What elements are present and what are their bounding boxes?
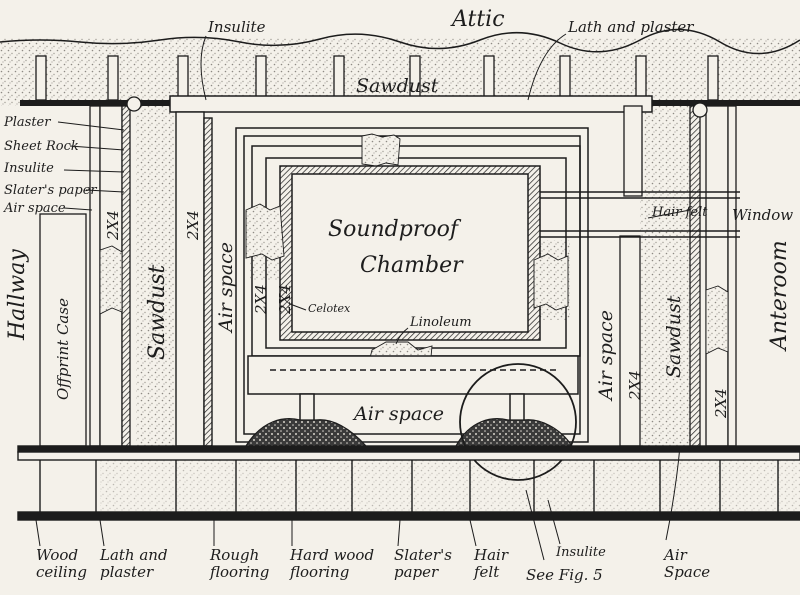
label-2x4-left: 2X4 bbox=[104, 210, 122, 241]
label-hallway: Hallway bbox=[5, 249, 30, 341]
label-celotex: Celotex bbox=[308, 302, 351, 315]
label-2x4-right: 2X4 bbox=[626, 370, 644, 401]
label-attic: Attic bbox=[450, 7, 505, 32]
label-hair-felt-right: Hair felt bbox=[651, 205, 708, 220]
label-insulite-left: Insulite bbox=[3, 161, 54, 176]
label-linoleum: Linoleum bbox=[409, 315, 472, 330]
label-sheet-rock: Sheet Rock bbox=[4, 139, 79, 154]
label-air-space-right: Air space bbox=[595, 310, 617, 402]
room-walls bbox=[235, 127, 589, 443]
label-slaters-paper-left: Slater's paper bbox=[4, 183, 97, 198]
room-outer-studs bbox=[175, 111, 213, 447]
label-2x4-inner-b: 2X4 bbox=[276, 284, 294, 315]
ceiling-plate bbox=[20, 95, 800, 113]
label-air-space-mid-left: Air space bbox=[215, 242, 237, 334]
label-plaster: Plaster bbox=[3, 115, 51, 130]
label-anteroom: Anteroom bbox=[767, 240, 792, 352]
label-see-fig-5: See Fig. 5 bbox=[526, 566, 603, 584]
right-wall bbox=[619, 102, 737, 447]
label-2x4-left2: 2X4 bbox=[184, 210, 202, 241]
label-sawdust-left: Sawdust bbox=[145, 264, 170, 360]
label-insulite-top: Insulite bbox=[207, 18, 266, 36]
label-air-space-bottom: Air space bbox=[352, 403, 444, 425]
label-air-space-left: Air space bbox=[3, 201, 66, 216]
floor-platform bbox=[247, 355, 579, 425]
see-fig-5-circle bbox=[459, 363, 577, 481]
label-chamber-line1: Soundproof bbox=[328, 217, 462, 242]
label-sawdust-right: Sawdust bbox=[663, 295, 685, 378]
label-chamber-line2: Chamber bbox=[360, 253, 464, 278]
label-sawdust-top: Sawdust bbox=[356, 75, 439, 97]
label-window: Window bbox=[732, 206, 793, 224]
leader-lines bbox=[35, 33, 691, 561]
window-frame bbox=[520, 191, 740, 238]
attic-boundary-line bbox=[0, 28, 800, 55]
label-lath-plaster-top: Lath and plaster bbox=[567, 18, 694, 36]
label-2x4-inner-a: 2X4 bbox=[252, 284, 270, 315]
floor-structure bbox=[17, 445, 800, 521]
label-2x4-right2: 2X4 bbox=[712, 388, 730, 419]
label-insulite-bottom: Insulite bbox=[555, 545, 606, 560]
floor-cushions bbox=[244, 418, 574, 447]
label-offprint-case: Offprint Case bbox=[54, 298, 72, 400]
